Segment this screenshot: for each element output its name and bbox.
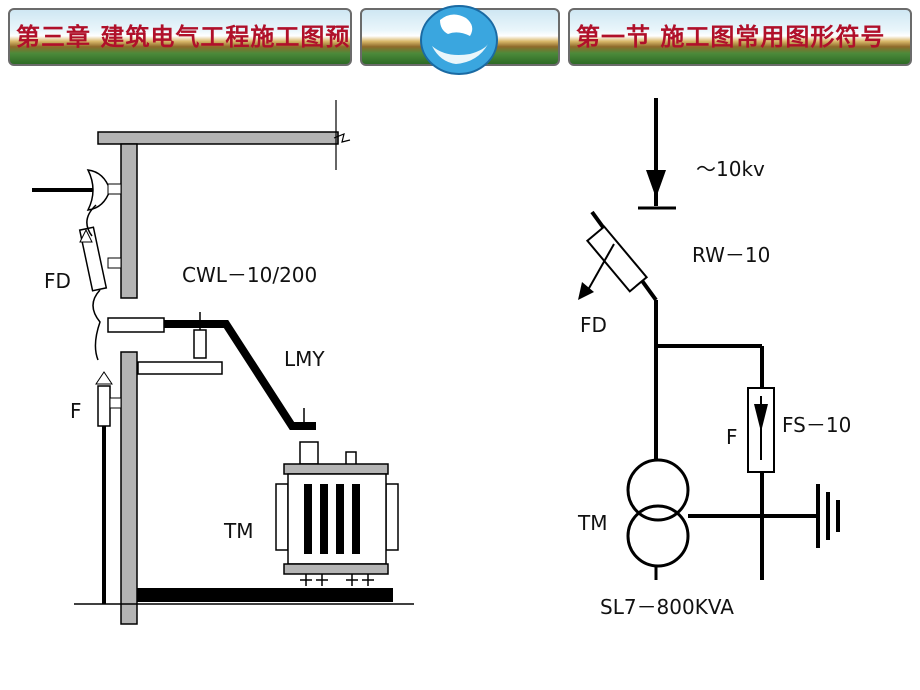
arrester-fs10 [747,387,775,473]
wall-bushing-cwl [107,317,165,333]
pole-upper [120,143,138,299]
label-f-right: F [726,425,738,449]
section-title: 第一节 施工图常用图形符号 [576,22,886,51]
chapter-title: 第三章 建筑电气工程施工图预算 [16,22,352,51]
label-f: F [70,399,82,423]
transformer-tm [275,441,399,586]
base-beam [137,588,393,602]
insulator-icon [86,169,111,211]
transformer-symbol [626,458,690,568]
left-installation-diagram: FD CWL－10/200 LMY F TM [32,100,414,625]
ground-icon [816,484,840,548]
drop-fuse-fd [78,226,108,292]
break-mark [333,132,351,144]
right-schematic-diagram: ～10kv RW－10 FD FS－10 F TM [577,98,851,619]
crossarm-top [97,131,339,145]
pole-lower [120,351,138,625]
globe-icon [420,5,498,75]
drop-lead [86,204,101,361]
label-cwl: CWL－10/200 [182,263,317,287]
label-lmy: LMY [284,347,325,371]
arrow-fd-icon [578,282,594,300]
fuse-rw10 [578,210,658,302]
label-rw: RW－10 [692,243,770,267]
arrow-down-icon [646,170,666,198]
chapter-banner: 第三章 建筑电气工程施工图预算 [8,8,352,66]
label-fs: FS－10 [782,413,851,437]
label-tm: TM [223,519,253,543]
busbar-lmy [164,320,316,430]
section-banner: 第一节 施工图常用图形符号 [568,8,912,66]
label-model: SL7－800KVA [600,595,734,619]
label-fd-right: FD [580,313,607,337]
label-tm-right: TM [577,511,607,535]
label-voltage: ～10kv [696,157,765,181]
arrester-f [97,385,111,427]
label-fd: FD [44,269,71,293]
